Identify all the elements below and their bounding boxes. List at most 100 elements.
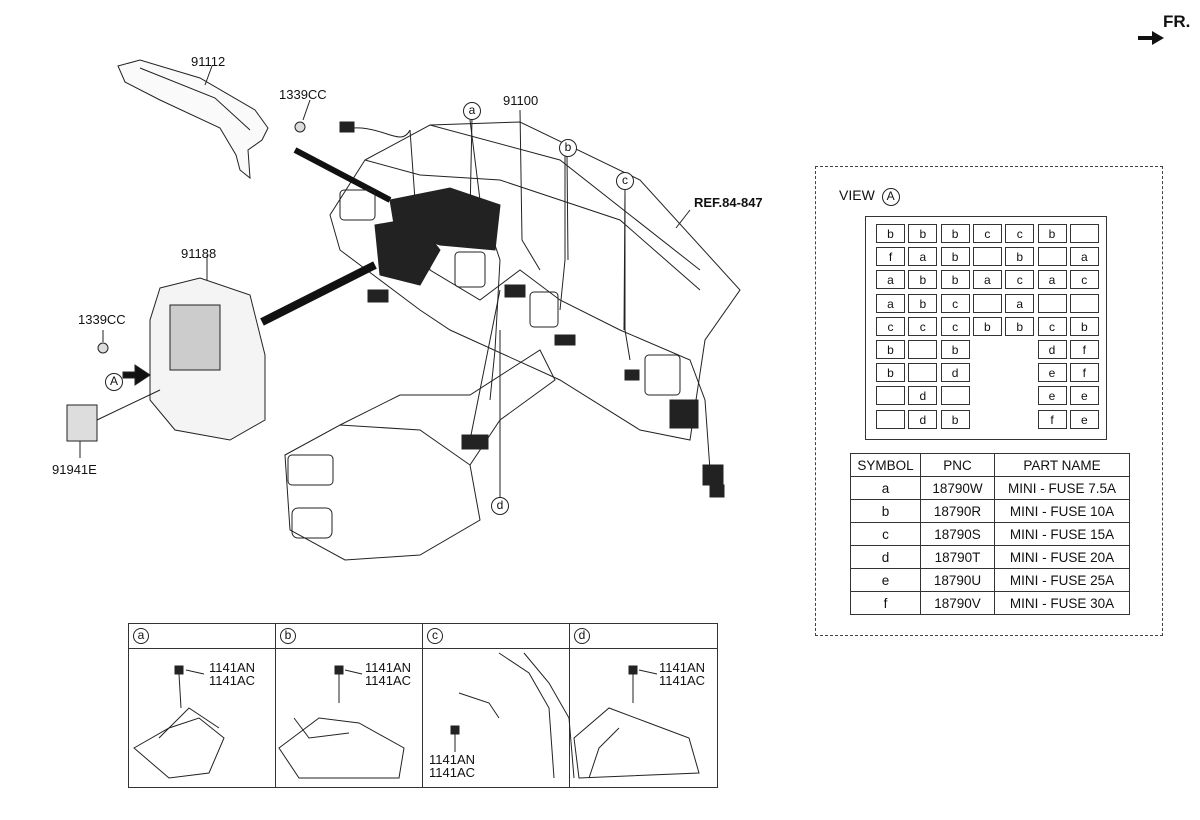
fuse-slot: b [908, 293, 938, 313]
part-number-1339cc-left: 1339CC [78, 312, 126, 327]
part-number-91188: 91188 [181, 246, 217, 261]
legend-symbol: a [850, 476, 921, 500]
fuse-slot [1069, 293, 1099, 313]
reference-label: REF.84-847 [694, 195, 763, 210]
fuse-slot: b [940, 224, 970, 243]
detail-divider [422, 624, 423, 787]
fuse-slot: d [908, 409, 938, 429]
fuse-slot: d [1037, 340, 1067, 359]
fuse-slot: b [940, 409, 970, 429]
callout-d: d [491, 497, 509, 515]
legend-pnc: 18790U [920, 568, 995, 592]
fuse-slot: a [876, 270, 905, 290]
detail-a-marker: a [133, 628, 149, 644]
detail-b-part2: 1141AC [365, 673, 412, 688]
detail-b-part1: 1141AN [365, 660, 412, 675]
wiring-diagram-illustration [66, 59, 741, 561]
legend-symbol: b [850, 499, 921, 523]
fuse-slot: e [1037, 386, 1067, 406]
fuse-slot [1037, 293, 1067, 313]
callout-c: c [616, 172, 634, 190]
legend-pnc: 18790W [920, 476, 995, 500]
fuse-slot: a [972, 270, 1002, 290]
fuse-slot: a [1037, 270, 1067, 290]
fuse-grid [865, 216, 1107, 440]
legend-symbol: f [850, 591, 921, 615]
fuse-slot [972, 293, 1002, 313]
fuse-slot: b [876, 363, 905, 383]
detail-d-part1: 1141AN [659, 660, 706, 675]
detail-divider [275, 624, 276, 787]
fuse-slot: b [1005, 247, 1035, 267]
fuse-slot: f [1069, 363, 1099, 383]
fuse-slot: b [1037, 224, 1067, 243]
fuse-slot [972, 247, 1002, 267]
fuse-slot: b [876, 340, 905, 359]
fuse-slot: e [1069, 409, 1099, 429]
legend-pnc: 18790T [920, 545, 995, 569]
fuse-slot [876, 409, 905, 429]
fuse-slot: a [876, 293, 905, 313]
detail-header-bar [129, 624, 717, 649]
fuse-slot: e [1069, 386, 1099, 406]
part-number-91941e: 91941E [52, 462, 97, 477]
fuse-slot: f [876, 247, 905, 267]
fuse-slot [940, 386, 970, 406]
legend-header-part-name: PART NAME [994, 453, 1130, 477]
detail-divider [569, 624, 570, 787]
legend-symbol: c [850, 522, 921, 546]
legend-symbol: e [850, 568, 921, 592]
fuse-slot: c [1005, 270, 1035, 290]
fuse-slot: a [1069, 247, 1099, 267]
fuse-slot: a [908, 247, 938, 267]
fuse-slot: f [1069, 340, 1099, 359]
fuse-slot: b [908, 270, 938, 290]
fuse-slot: b [940, 247, 970, 267]
view-a-marker: A [105, 373, 123, 391]
legend-header-pnc: PNC [920, 453, 995, 477]
fuse-slot: c [940, 293, 970, 313]
detail-views-strip: a b c d 1141AN 1141AC 1141AN 1141AC 1141… [128, 623, 718, 788]
part-number-91100: 91100 [503, 93, 539, 108]
fuse-slot: c [940, 316, 970, 336]
part-number-91112: 91112 [191, 54, 226, 69]
fuse-slot: a [1005, 293, 1035, 313]
fuse-slot: b [940, 270, 970, 290]
fuse-slot: d [940, 363, 970, 383]
detail-a-part2: 1141AC [209, 673, 256, 688]
detail-c-part1: 1141AN [429, 752, 476, 767]
legend-header-row: SYMBOL PNC PART NAME [850, 453, 1130, 477]
detail-c-marker: c [427, 628, 443, 644]
part-number-1339cc-top: 1339CC [279, 87, 327, 102]
fuse-slot: f [1037, 409, 1067, 429]
fuse-view-panel [815, 166, 1163, 636]
legend-pnc: 18790S [920, 522, 995, 546]
legend-part-name: MINI - FUSE 20A [994, 545, 1130, 569]
front-arrow-icon [1138, 31, 1164, 45]
fuse-slot: c [1037, 316, 1067, 336]
fuse-slot: c [908, 316, 938, 336]
fuse-slot: b [1069, 316, 1099, 336]
fuse-slot: c [1069, 270, 1099, 290]
callout-a: a [463, 102, 481, 120]
detail-d-part2: 1141AC [659, 673, 706, 688]
detail-b-marker: b [280, 628, 296, 644]
fuse-slot: c [1005, 224, 1035, 243]
fuse-slot: c [972, 224, 1002, 243]
legend-part-name: MINI - FUSE 30A [994, 591, 1130, 615]
legend-header-symbol: SYMBOL [850, 453, 921, 477]
fuse-view-title: VIEW A [839, 187, 900, 206]
detail-c-part2: 1141AC [429, 765, 476, 780]
fuse-slot [908, 363, 938, 383]
legend-part-name: MINI - FUSE 25A [994, 568, 1130, 592]
fuse-slot: b [908, 224, 938, 243]
legend-part-name: MINI - FUSE 7.5A [994, 476, 1130, 500]
legend-part-name: MINI - FUSE 15A [994, 522, 1130, 546]
